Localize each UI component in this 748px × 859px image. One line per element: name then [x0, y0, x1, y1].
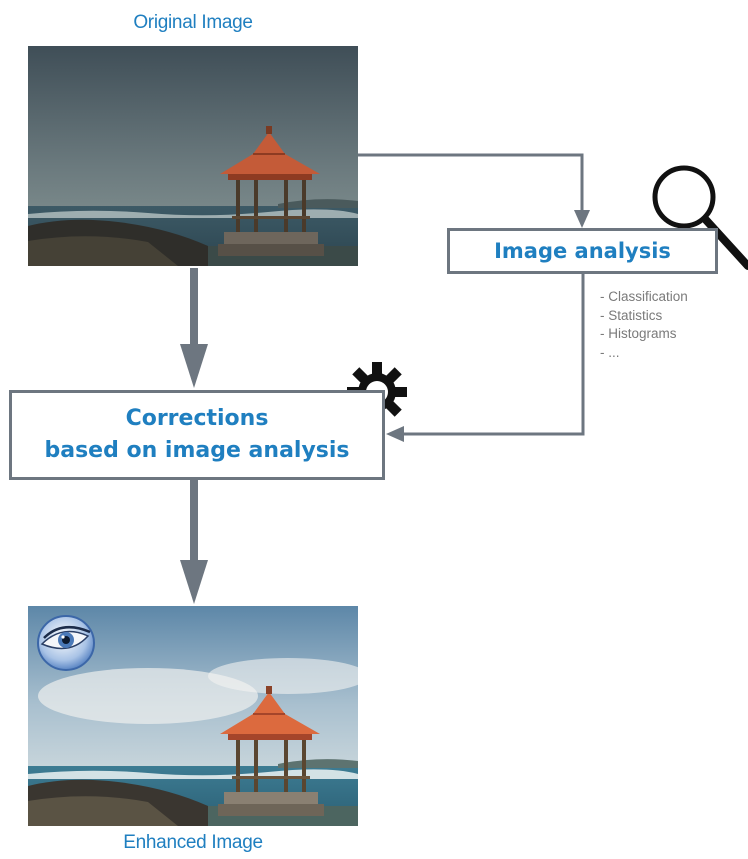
corrections-title: Corrections — [125, 406, 269, 431]
corrections-subtitle: based on image analysis — [44, 438, 350, 463]
magnifier-icon — [652, 165, 748, 270]
arrow-original-to-corrections — [180, 268, 208, 388]
analysis-methods-list: Classification Statistics Histograms ... — [600, 288, 688, 362]
list-item: ... — [600, 344, 688, 363]
image-analysis-box: Image analysis — [447, 228, 718, 274]
original-image — [28, 46, 358, 266]
eye-icon — [37, 615, 95, 671]
arrow-analysis-to-corrections — [386, 274, 585, 442]
list-item: Statistics — [600, 307, 688, 326]
original-image-caption: Original Image — [133, 12, 253, 33]
image-analysis-title: Image analysis — [494, 239, 671, 263]
list-item: Classification — [600, 288, 688, 307]
arrow-corrections-to-enhanced — [180, 480, 208, 604]
list-item: Histograms — [600, 325, 688, 344]
arrow-original-to-analysis — [358, 153, 590, 228]
corrections-box: Corrections based on image analysis — [9, 390, 385, 480]
enhanced-image-caption: Enhanced Image — [123, 832, 263, 853]
